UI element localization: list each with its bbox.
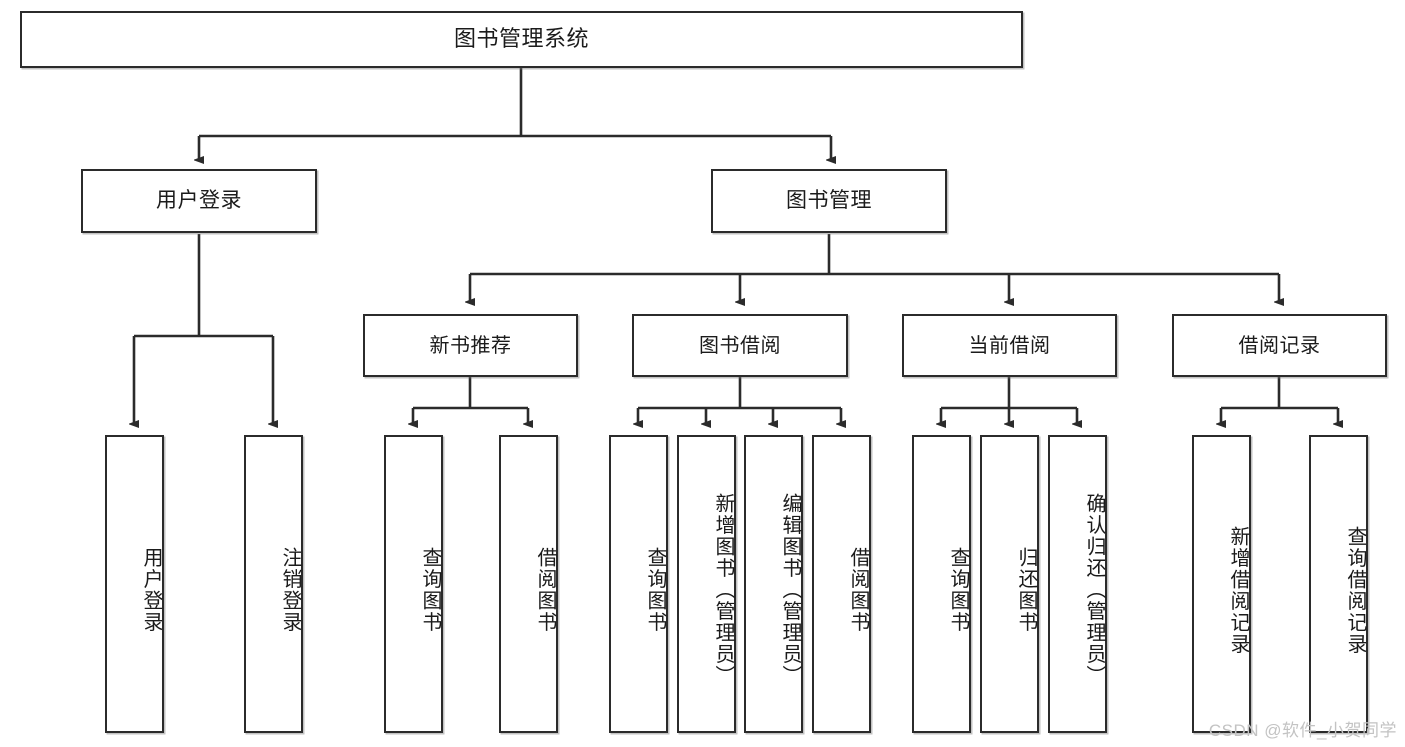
leaf-return-book-label: 归还图书 [1015,547,1037,633]
leaf-query-book-2-label: 查询图书 [644,547,666,633]
leaf-query-book-2[interactable]: 查询图书 [609,435,668,733]
node-book-borrow[interactable]: 图书借阅 [632,314,848,377]
leaf-confirm-return-label: 确认归还（管理员） [1083,493,1105,687]
leaf-user-login[interactable]: 用户登录 [105,435,164,733]
leaf-borrow-book-1[interactable]: 借阅图书 [499,435,558,733]
leaf-query-book-3[interactable]: 查询图书 [912,435,971,733]
leaf-add-book-label: 新增图书（管理员） [712,493,734,687]
node-book-borrow-label: 图书借阅 [699,334,781,357]
leaf-query-record-label: 查询借阅记录 [1344,525,1366,655]
leaf-return-book[interactable]: 归还图书 [980,435,1039,733]
leaf-logout-login-label: 注销登录 [279,547,301,633]
node-borrow-record-label: 借阅记录 [1238,334,1321,357]
leaf-logout-login[interactable]: 注销登录 [244,435,303,733]
node-borrow-record[interactable]: 借阅记录 [1172,314,1387,377]
leaf-borrow-book-2[interactable]: 借阅图书 [812,435,871,733]
leaf-query-book-3-label: 查询图书 [947,547,969,633]
leaf-edit-book[interactable]: 编辑图书（管理员） [744,435,803,733]
node-new-book-recommend[interactable]: 新书推荐 [363,314,578,377]
leaf-borrow-book-1-label: 借阅图书 [534,547,556,633]
leaf-add-book[interactable]: 新增图书（管理员） [677,435,736,733]
node-current-borrow[interactable]: 当前借阅 [902,314,1117,377]
node-user-login[interactable]: 用户登录 [81,169,317,233]
leaf-query-book-1[interactable]: 查询图书 [384,435,443,733]
node-book-management[interactable]: 图书管理 [711,169,947,233]
node-current-borrow-label: 当前借阅 [968,334,1051,357]
leaf-query-book-1-label: 查询图书 [419,547,441,633]
node-new-book-recommend-label: 新书推荐 [429,334,512,357]
node-user-login-label: 用户登录 [156,189,242,213]
leaf-confirm-return[interactable]: 确认归还（管理员） [1048,435,1107,733]
node-root-label: 图书管理系统 [453,26,589,52]
leaf-query-record[interactable]: 查询借阅记录 [1309,435,1368,733]
node-book-management-label: 图书管理 [786,189,872,213]
leaf-user-login-label: 用户登录 [140,547,162,633]
node-root[interactable]: 图书管理系统 [20,11,1023,68]
leaf-edit-book-label: 编辑图书（管理员） [779,493,801,687]
leaf-add-record[interactable]: 新增借阅记录 [1192,435,1251,733]
leaf-borrow-book-2-label: 借阅图书 [847,547,869,633]
leaf-add-record-label: 新增借阅记录 [1227,525,1249,655]
